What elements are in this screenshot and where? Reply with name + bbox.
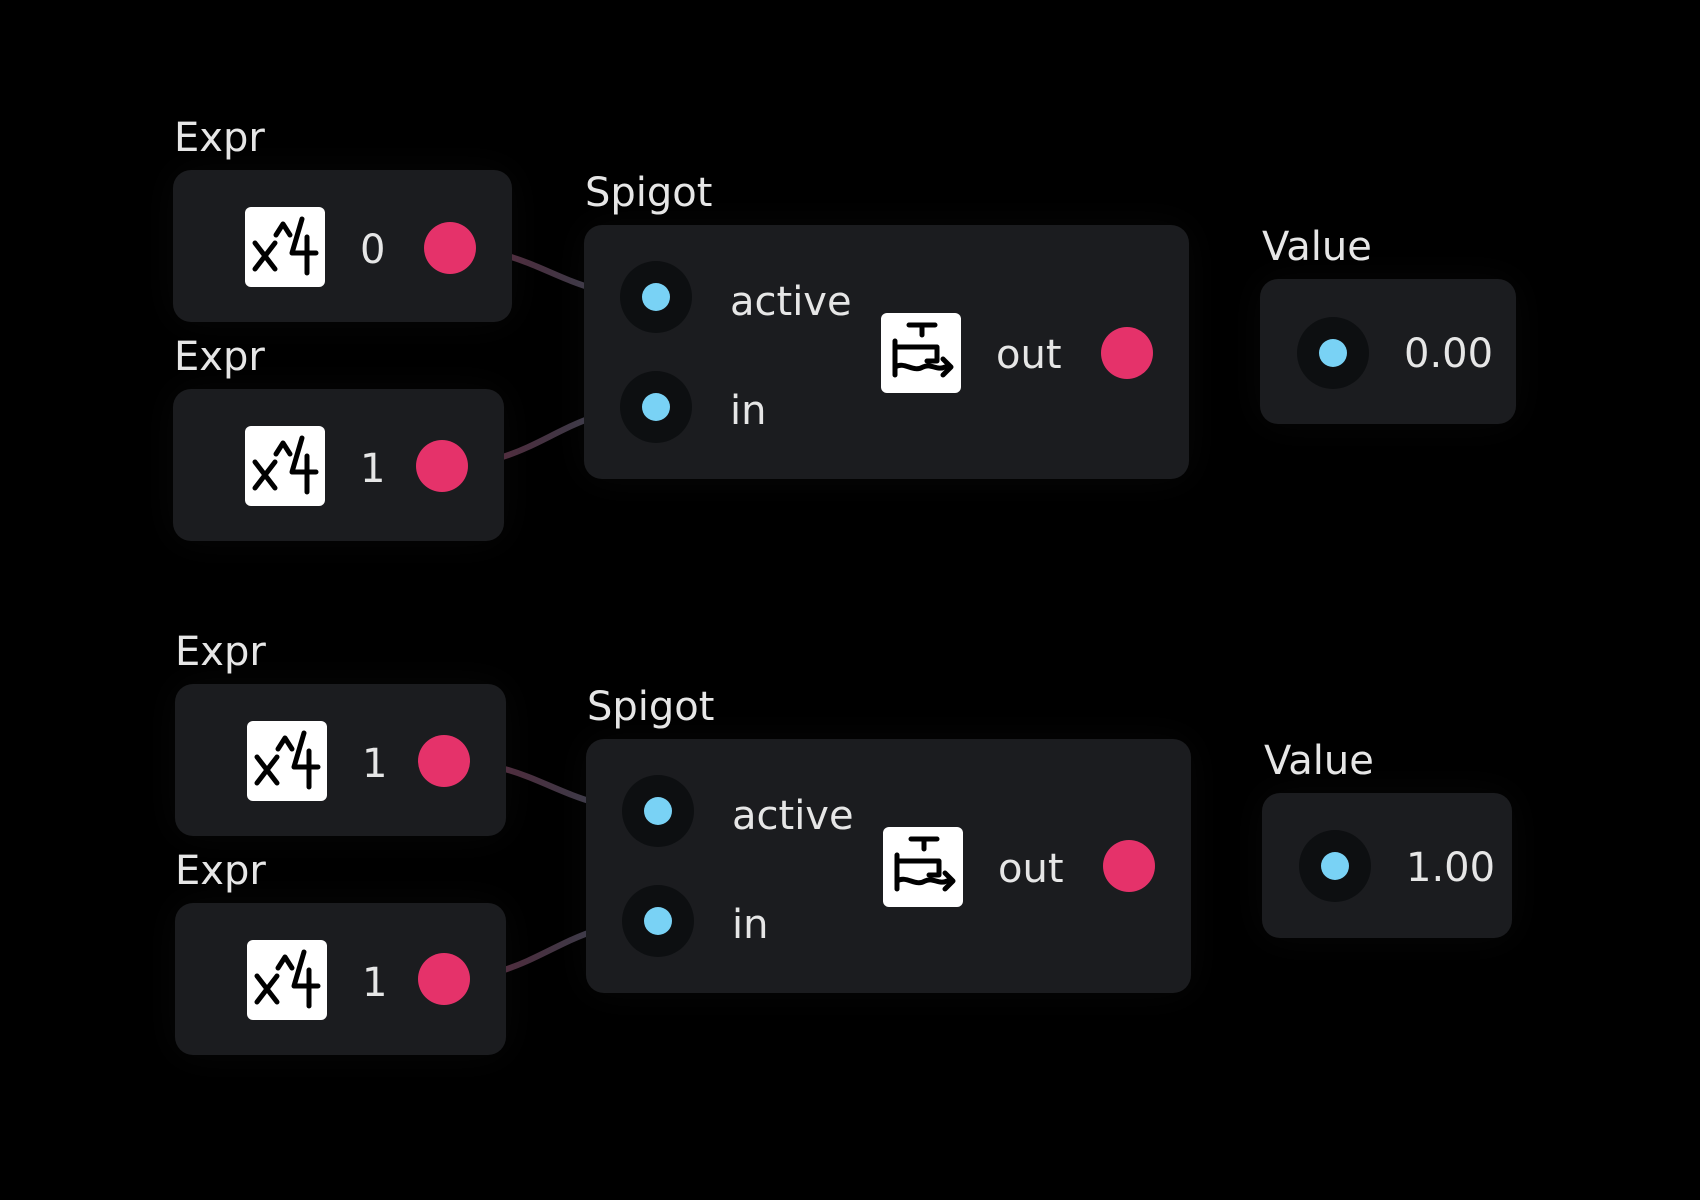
faucet-icon (881, 313, 961, 393)
value-node[interactable]: 0.00 (1260, 279, 1516, 424)
faucet-icon (883, 827, 963, 907)
output-port-out[interactable] (1103, 840, 1155, 892)
output-port[interactable] (416, 440, 468, 492)
value-node-title: Value (1264, 738, 1374, 784)
input-port-in[interactable] (620, 371, 692, 443)
spigot-node[interactable]: active in out (586, 739, 1191, 993)
expression-x-power-4-icon (245, 426, 325, 506)
output-port-out[interactable] (1101, 327, 1153, 379)
input-port[interactable] (1297, 317, 1369, 389)
output-port[interactable] (424, 222, 476, 274)
value-display: 0.00 (1404, 331, 1494, 377)
value-node-title: Value (1262, 224, 1372, 270)
value-node[interactable]: 1.00 (1262, 793, 1512, 938)
output-port[interactable] (418, 735, 470, 787)
input-port-active[interactable] (620, 261, 692, 333)
expr-value: 1 (362, 960, 388, 1006)
output-port[interactable] (418, 953, 470, 1005)
spigot-node-title: Spigot (585, 170, 713, 216)
expr-value: 0 (360, 227, 386, 273)
value-display: 1.00 (1406, 845, 1496, 891)
expr-node-title: Expr (174, 115, 265, 161)
spigot-node[interactable]: active in out (584, 225, 1189, 479)
expr-node-title: Expr (174, 334, 265, 380)
expr-node-title: Expr (175, 629, 266, 675)
expr-node[interactable]: 0 (173, 170, 512, 322)
expr-node-title: Expr (175, 848, 266, 894)
input-label-in: in (732, 902, 769, 948)
input-port-active[interactable] (622, 775, 694, 847)
expr-node[interactable]: 1 (175, 903, 506, 1055)
expr-value: 1 (362, 741, 388, 787)
input-port-in[interactable] (622, 885, 694, 957)
expression-x-power-4-icon (247, 940, 327, 1020)
output-label-out: out (996, 332, 1062, 378)
expr-value: 1 (360, 446, 386, 492)
input-label-active: active (732, 793, 854, 839)
expr-node[interactable]: 1 (173, 389, 504, 541)
output-label-out: out (998, 846, 1064, 892)
expr-node[interactable]: 1 (175, 684, 506, 836)
input-port[interactable] (1299, 830, 1371, 902)
input-label-in: in (730, 388, 767, 434)
expression-x-power-4-icon (247, 721, 327, 801)
spigot-node-title: Spigot (587, 684, 715, 730)
input-label-active: active (730, 279, 852, 325)
expression-x-power-4-icon (245, 207, 325, 287)
